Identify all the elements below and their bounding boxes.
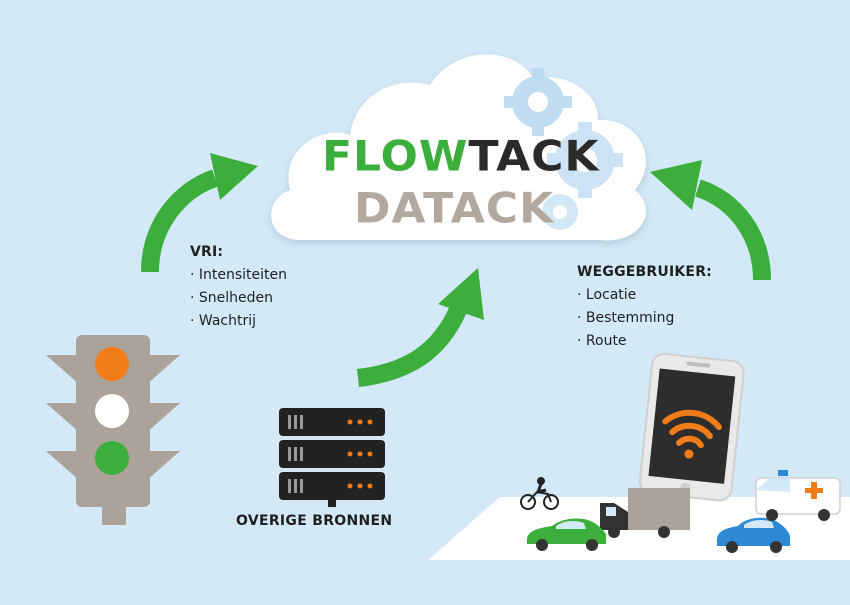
smartphone-icon [638,352,745,502]
weggebruiker-label-block: WEGGEBRUIKER: · Locatie · Bestemming · R… [577,264,712,353]
vri-item-intensiteiten: · Intensiteiten [190,267,288,283]
overige-bronnen-label: OVERIGE BRONNEN [236,513,393,529]
logo-flowtack: FLOWTACK [322,132,600,180]
server-icon [279,408,385,507]
gears-icon [504,68,623,230]
cyclist-icon [520,477,559,510]
arrow-center-up [356,268,484,387]
arrow-right-up [650,160,771,281]
arrow-left-up [141,153,258,273]
vri-heading: VRI: [190,244,224,260]
ambulance-icon [755,470,841,521]
weggebruiker-item-route: · Route [577,333,627,349]
logo-datack: DATACK [354,184,555,233]
wifi-icon [662,409,722,449]
logo-tack-text: TACK [468,132,600,181]
weggebruiker-item-bestemming: · Bestemming [577,310,675,326]
weggebruiker-heading: WEGGEBRUIKER: [577,264,712,280]
weggebruiker-item-locatie: · Locatie [577,287,637,303]
traffic-light-icon [46,335,180,525]
logo-flow-text: FLOW [322,132,469,181]
green-car-icon [527,518,606,551]
vri-item-snelheden: · Snelheden [190,290,274,306]
truck-icon [600,488,690,538]
blue-car-icon [717,517,790,553]
vri-label-block: VRI: · Intensiteiten · Snelheden · Wacht… [190,244,287,333]
vri-item-wachtrij: · Wachtrij [190,313,257,329]
